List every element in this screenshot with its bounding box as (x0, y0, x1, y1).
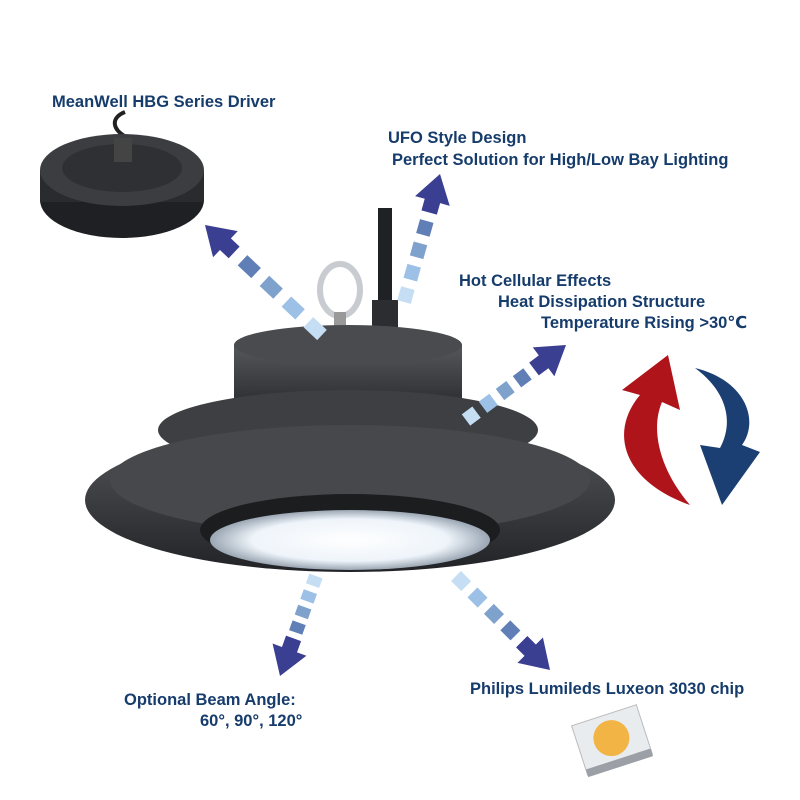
arrow-ufo (397, 174, 450, 304)
arrow-dash (483, 603, 504, 624)
arrow-dash (305, 573, 323, 589)
label-heat-1: Hot Cellular Effects (459, 272, 612, 290)
arrow-beam (272, 573, 323, 677)
arrow-dash (300, 589, 317, 604)
arrow-heat (461, 345, 567, 426)
label-chip: Philips Lumileds Luxeon 3030 chip (470, 680, 745, 698)
label-driver: MeanWell HBG Series Driver (52, 93, 276, 111)
arrow-dash (259, 275, 283, 299)
arrow-dash (467, 587, 488, 608)
arrow-dash (512, 368, 532, 388)
arrow-dash (495, 380, 515, 401)
arrow-dash (294, 604, 312, 620)
label-ufo-sub: Perfect Solution for High/Low Bay Lighti… (392, 151, 729, 169)
ufo-high-bay-lamp (85, 208, 615, 572)
arrow-dash (500, 620, 521, 641)
arrow-head-icon (204, 224, 240, 259)
led-chip-image (570, 704, 654, 778)
arrow-dash (289, 620, 306, 635)
arrow-dash (451, 571, 472, 592)
arrow-dash (478, 393, 498, 413)
arrow-head-icon (529, 345, 567, 377)
meanwell-driver-image (40, 110, 204, 238)
arrow-dash (281, 296, 305, 320)
arrow-chip (451, 571, 550, 670)
arrow-dash (303, 317, 327, 341)
label-beam-2: 60°, 90°, 120° (200, 712, 303, 730)
heat-cycle-arrows-icon (622, 355, 760, 505)
label-heat-2: Heat Dissipation Structure (498, 293, 706, 311)
arrow-head-icon (516, 636, 550, 670)
arrow-dash (461, 406, 481, 426)
label-heat-3: Temperature Rising >30℃ (541, 314, 748, 332)
arrow-head-icon (415, 174, 450, 215)
arrow-dash (403, 263, 421, 282)
arrow-driver (204, 224, 327, 341)
arrow-dash (409, 241, 428, 260)
arrow-dash (416, 219, 434, 237)
arrow-dash (397, 286, 415, 304)
label-beam-1: Optional Beam Angle: (124, 691, 296, 709)
label-ufo-title: UFO Style Design (388, 129, 527, 147)
arrow-head-icon (272, 635, 307, 677)
arrow-dash (237, 255, 261, 279)
